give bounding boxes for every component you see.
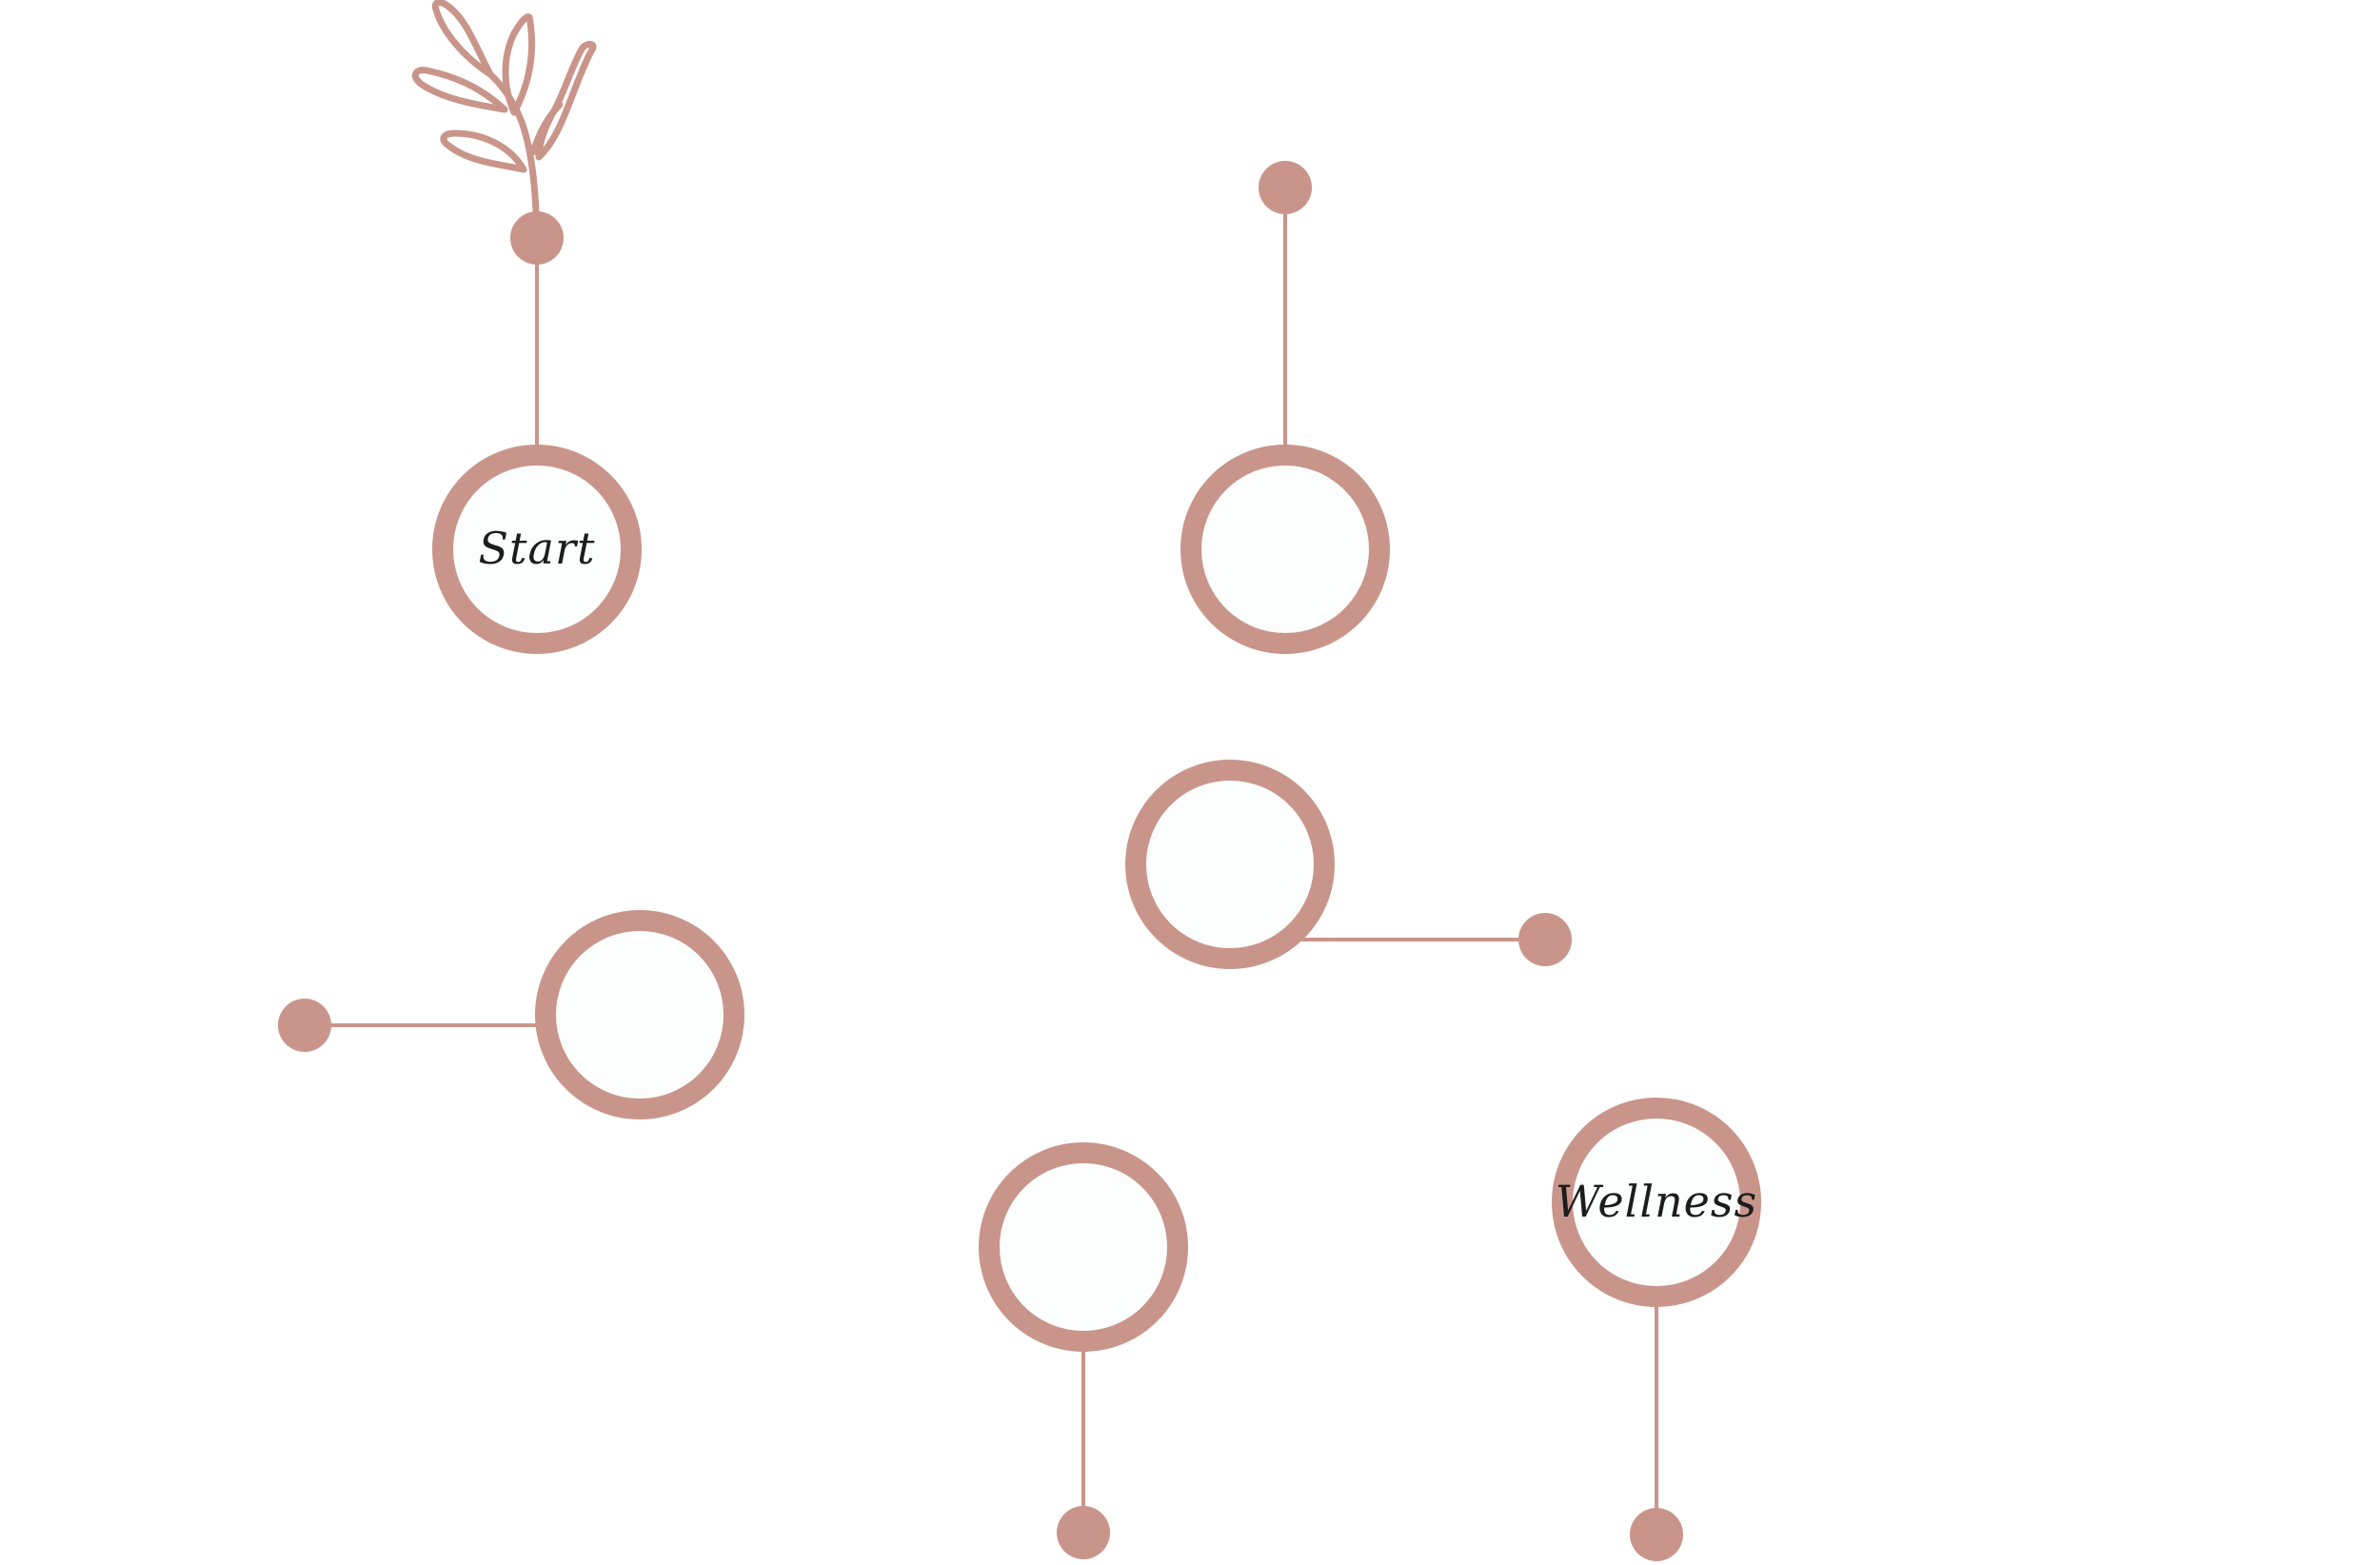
node-ring (432, 445, 642, 654)
node-middle-center[interactable] (1125, 760, 1335, 969)
node-ring (1125, 760, 1335, 969)
connector-dot-middle-left (278, 999, 331, 1052)
connector-dot-bottom-center (1057, 1506, 1110, 1559)
node-label-wellness: Wellness (1556, 1176, 1757, 1227)
leaf-sprig-icon (411, 0, 597, 215)
node-ring (535, 910, 744, 1119)
nodes: Start Wellness (432, 445, 1761, 1352)
connector-dot-wellness (1630, 1508, 1683, 1561)
connector-dot-middle-center (1518, 913, 1572, 966)
node-ring (979, 1142, 1188, 1352)
node-ring (1552, 1098, 1761, 1307)
connector-dot-top-center (1259, 161, 1312, 214)
node-ring (1180, 445, 1390, 654)
node-middle-left[interactable] (535, 910, 744, 1119)
connector-dot-start (510, 211, 564, 265)
node-top-center[interactable] (1180, 445, 1390, 654)
node-start[interactable]: Start (432, 445, 642, 654)
node-bottom-center[interactable] (979, 1142, 1188, 1352)
node-label-start: Start (479, 523, 596, 574)
connectors (278, 161, 1683, 1561)
node-wellness[interactable]: Wellness (1552, 1098, 1761, 1307)
